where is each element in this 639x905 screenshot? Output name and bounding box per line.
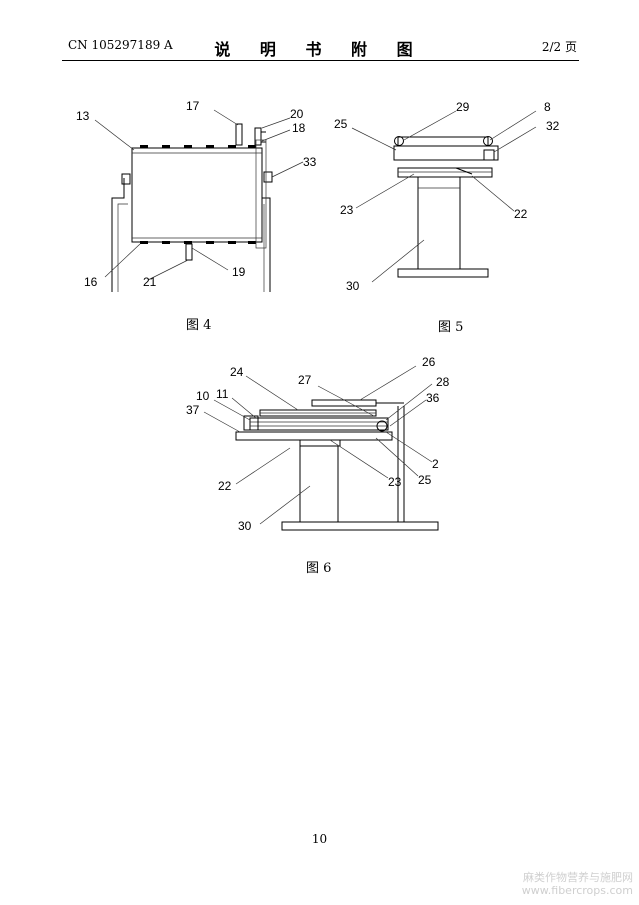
fig6-label: 11 — [216, 387, 229, 401]
fig5-motor — [483, 149, 495, 161]
fig4-label: 21 — [143, 275, 157, 289]
fig5-plate — [397, 167, 493, 178]
figure-5-caption: 图 5 — [438, 320, 464, 335]
fig4-right-column — [255, 139, 267, 249]
page-title: 说 明 书 附 图 — [214, 40, 425, 59]
fig5-label: 30 — [346, 279, 360, 293]
watermark-url: www.fibercrops.com — [521, 884, 633, 897]
fig4-right-pipe — [254, 127, 262, 146]
fig6-column — [299, 445, 339, 523]
fig6-base — [281, 521, 439, 531]
fig6-label: 30 — [238, 519, 252, 533]
figure-4-drawing: 17 20 18 13 33 16 21 19 — [76, 99, 317, 292]
fig6-label: 2 — [432, 457, 439, 471]
fig4-top-pipe — [235, 123, 243, 146]
page-count: 2/2 页 — [541, 40, 577, 54]
watermark-text: 麻类作物营养与施肥网 — [523, 871, 633, 884]
figure-5-drawing: 29 8 25 32 23 22 30 — [334, 100, 560, 293]
fig5-label: 32 — [546, 119, 560, 133]
fig6-label: 23 — [388, 475, 402, 489]
fig6-label: 28 — [436, 375, 450, 389]
fig6-label: 37 — [186, 403, 200, 417]
header-rule — [62, 60, 579, 61]
fig6-label: 26 — [422, 355, 436, 369]
fig5-label: 29 — [456, 100, 470, 114]
fig4-bottom-elements — [140, 241, 256, 244]
fig5-label: 23 — [340, 203, 354, 217]
fig4-label: 17 — [186, 99, 200, 113]
figure-4-caption: 图 4 — [186, 318, 212, 333]
fig6-label: 36 — [426, 391, 440, 405]
fig6-label: 10 — [196, 389, 210, 403]
fig6-label: 27 — [298, 373, 312, 387]
fig6-label: 24 — [230, 365, 244, 379]
fig6-lower-plate — [235, 431, 393, 441]
fig5-tray — [393, 145, 499, 161]
fig5-belt — [397, 136, 489, 147]
figure-6-caption: 图 6 — [306, 561, 332, 576]
fig4-label: 20 — [290, 107, 304, 121]
fig6-label: 25 — [418, 473, 432, 487]
page-number: 10 — [311, 832, 328, 846]
fig4-label: 16 — [84, 275, 98, 289]
fig4-vessel — [131, 147, 263, 243]
fig4-label: 13 — [76, 109, 90, 123]
fig6-top-plate — [311, 399, 377, 407]
fig4-label: 19 — [232, 265, 246, 279]
fig6-belt-assembly — [249, 417, 389, 431]
publication-number: CN 105297189 A — [68, 38, 173, 52]
fig6-roller — [376, 420, 388, 432]
fig4-label: 33 — [303, 155, 317, 169]
fig4-frame-left — [111, 178, 125, 292]
fig6-label: 22 — [218, 479, 232, 493]
fig4-frame-right — [262, 197, 271, 292]
fig6-left-block — [243, 415, 259, 431]
fig5-base — [397, 268, 489, 278]
fig4-top-elements — [140, 145, 256, 148]
fig5-label: 25 — [334, 117, 348, 131]
fig4-right-bracket — [263, 171, 273, 183]
fig4-left-bracket — [121, 173, 131, 185]
fig4-label: 18 — [292, 121, 306, 135]
site-watermark: 麻类作物营养与施肥网 www.fibercrops.com — [522, 871, 633, 897]
fig4-frame-left-inner — [117, 203, 128, 292]
fig4-bottom-outlet — [185, 243, 193, 261]
figure-6-drawing: 24 26 27 28 10 11 36 37 2 22 23 25 30 — [186, 355, 450, 533]
fig5-left-roller — [394, 136, 404, 146]
fig5-label: 22 — [514, 207, 528, 221]
fig5-label: 8 — [544, 100, 551, 114]
fig5-column — [417, 176, 461, 270]
